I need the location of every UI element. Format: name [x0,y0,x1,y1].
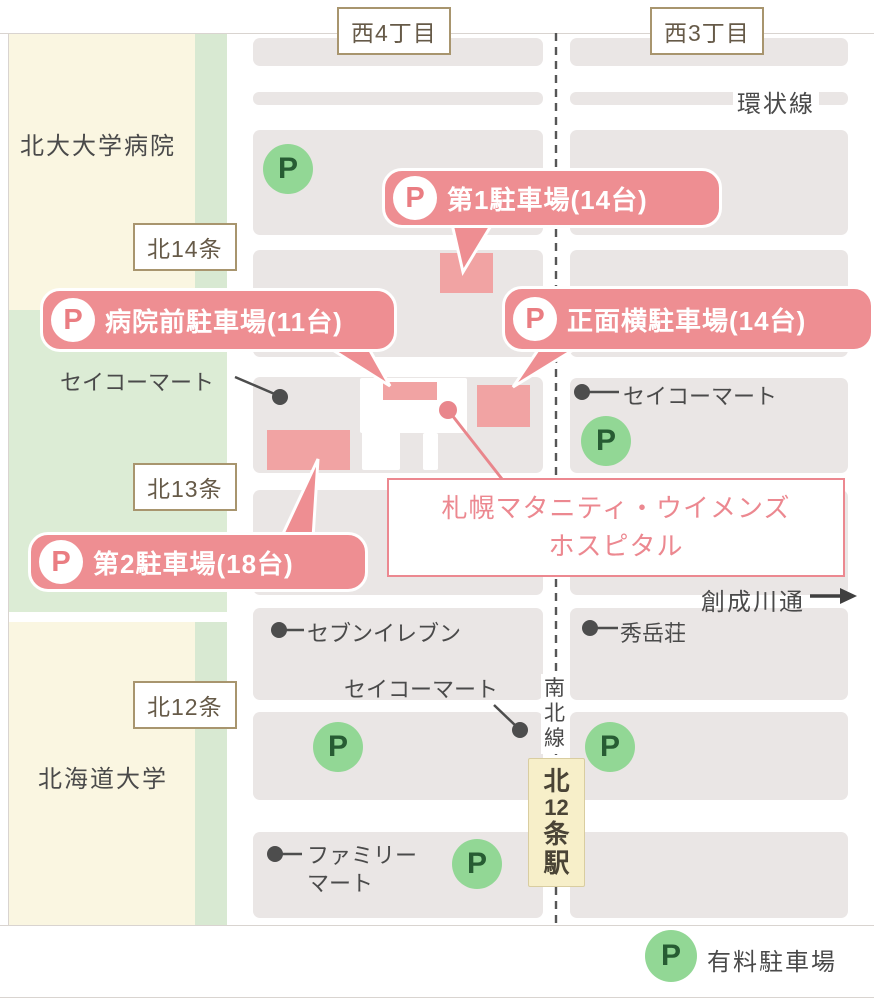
map-bottom-border [0,925,874,926]
dot-seicomart-e [574,384,590,400]
station-char: 条 [543,819,570,850]
balloon-tail-lot2 [278,458,320,540]
balloon-front-label: 病院前駐車場(11台) [105,306,343,337]
legend-paid-parking-icon: P [645,930,697,982]
balloon-tail-side [511,345,584,389]
paid-parking-icon: P [263,144,313,194]
balloon-side: P 正面横駐車場(14台) [502,286,874,352]
leader-seicomart-s [493,704,518,728]
legend-paid-parking-label: 有料駐車場 [707,949,837,976]
seicomart-s-label: セイコーマート [344,677,499,702]
dot-seicomart-nw [272,389,288,405]
station-char: 北 [543,765,570,796]
hokkaido-university-label: 北海道大学 [38,766,168,793]
hospital-name-line1: 札幌マタニティ・ウイメンズ [441,492,791,523]
station-char: 12 [544,794,569,820]
sign-kita12: 北12条 [133,681,237,729]
city-block [253,712,543,800]
parking-p-icon: P [513,297,557,341]
hospital-name-box: 札幌マタニティ・ウイメンズ ホスピタル [387,478,845,577]
hospital-name-line2: ホスピタル [548,530,684,561]
seicomart-nw-label: セイコーマート [60,370,215,395]
soseigawa-arrow-head [840,588,857,604]
seven-eleven-label: セブンイレブン [307,621,462,646]
leader-seicomart-nw [234,375,278,397]
parking-side-rect [477,385,530,427]
paid-parking-icon: P [313,722,363,772]
paid-parking-icon: P [452,839,502,889]
balloon-side-label: 正面横駐車場(14台) [567,305,807,336]
tree-strip-south [195,622,227,925]
balloon-lot2: P 第2駐車場(18台) [28,532,368,592]
dot-seicomart-s [512,722,528,738]
dot-hospital [439,401,457,419]
sign-nishi4: 西4丁目 [337,7,451,55]
namboku-char: 南 [544,677,565,700]
balloon-front: P 病院前駐車場(11台) [40,288,397,352]
hokkaido-university-area [8,622,195,925]
balloon-lot2-label: 第2駐車場(18台) [93,548,294,579]
paid-parking-icon: P [581,416,631,466]
shugakuso-block [570,608,848,700]
familymart-label-line1: ファミリー [307,843,418,868]
parking-p-icon: P [393,176,437,220]
kita12jo-station-label: 北 12 条 駅 [528,758,585,887]
station-char: 駅 [543,848,570,879]
namboku-line-label: 南 北 線 [541,674,568,755]
dot-shugakuso [582,620,598,636]
leader-hospital [446,409,504,480]
balloon-lot1-label: 第1駐車場(14台) [447,184,648,215]
soseigawa-label: 創成川通 [701,589,805,616]
hospital-building-wing [423,433,438,470]
map-left-border [8,33,9,925]
seicomart-e-label: セイコーマート [623,384,778,409]
dot-seven-eleven [271,622,287,638]
kanjosen-label: 環状線 [733,84,819,119]
shugakuso-label: 秀岳荘 [620,621,687,646]
city-block [570,832,848,918]
balloon-tail-lot1 [450,222,495,276]
parking-front-rect [267,430,350,470]
median-strip [253,92,543,105]
page-bottom-border [0,997,874,998]
parking-p-icon: P [39,540,83,584]
hokudai-hospital-label: 北大大学病院 [20,133,176,160]
seven-eleven-block [253,608,543,700]
sign-kita14: 北14条 [133,223,237,271]
parking-hospital-front-small-rect [383,382,437,400]
hospital-building-wing [362,417,400,470]
sign-nishi3: 西3丁目 [650,7,764,55]
balloon-lot1: P 第1駐車場(14台) [382,168,722,228]
paid-parking-icon: P [585,722,635,772]
parking-p-icon: P [51,298,95,342]
familymart-label-line2: マート [307,871,374,896]
sign-kita13: 北13条 [133,463,237,511]
namboku-char: 線 [544,726,565,750]
namboku-char: 北 [544,701,565,725]
dot-familymart [267,846,283,862]
balloon-tail-front [322,345,392,388]
